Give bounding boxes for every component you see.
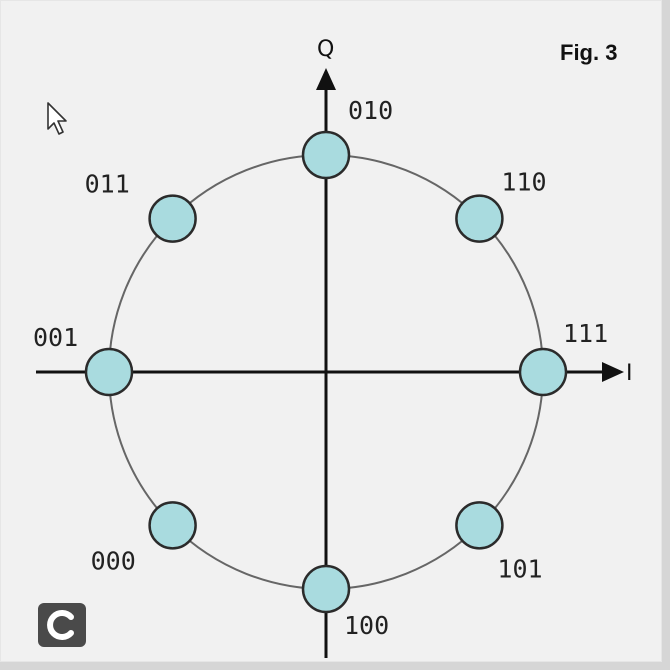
point-label-011: 011 [85,170,130,199]
i-axis-label: I [626,361,633,386]
q-axis-arrow-icon [316,68,336,90]
constellation-point-010 [301,130,351,180]
constellation-point-101 [455,501,504,550]
arrow-cursor-icon [45,101,71,141]
point-label-100: 100 [344,611,389,640]
constellation-point-001 [84,347,134,397]
point-label-101: 101 [497,554,542,583]
point-label-000: 000 [91,546,136,575]
i-axis-arrow-icon [602,362,624,382]
figure-label: Fig. 3 [560,40,618,65]
q-axis-label: Q [317,37,334,62]
c-logo-icon [38,603,86,647]
point-label-110: 110 [501,168,546,197]
constellation-point-011 [148,194,197,243]
constellation-point-100 [301,564,351,614]
constellation-point-110 [455,194,504,243]
constellation-point-111 [518,347,568,397]
constellation-point-000 [148,501,197,550]
point-label-111: 111 [563,319,608,348]
point-label-010: 010 [348,96,393,125]
constellation-points: 010 110 111 101 100 000 001 011 [33,96,608,640]
point-label-001: 001 [33,323,78,352]
